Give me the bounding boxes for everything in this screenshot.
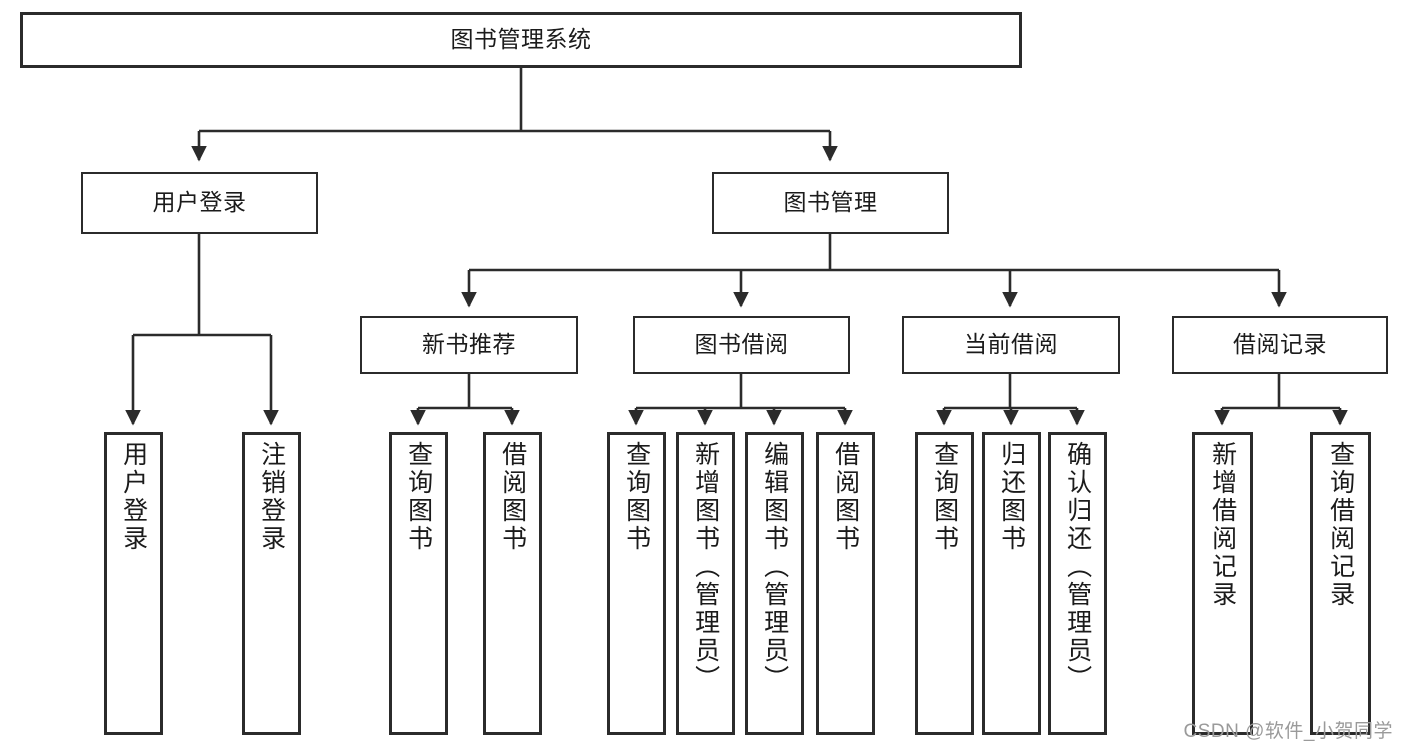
watermark-text: CSDN @软件_小贺同学 [1183, 721, 1393, 742]
node-book-borrow-label: 图书借阅 [694, 331, 789, 358]
leaf-query-book-current-label: 查询图书 [930, 441, 959, 553]
node-borrow-records-label: 借阅记录 [1233, 331, 1327, 358]
node-user-login-label: 用户登录 [152, 189, 247, 216]
leaf-query-borrow-record-label: 查询借阅记录 [1326, 441, 1355, 609]
node-book-management-label: 图书管理 [783, 189, 878, 216]
leaf-confirm-return-admin[interactable]: 确认归还（管理员） [1048, 432, 1107, 735]
node-new-book-recommend[interactable]: 新书推荐 [360, 316, 578, 374]
leaf-edit-book-admin[interactable]: 编辑图书（管理员） [745, 432, 804, 735]
leaf-borrow-book-label: 借阅图书 [831, 441, 860, 553]
node-new-book-recommend-label: 新书推荐 [422, 331, 516, 358]
leaf-logout-label: 注销登录 [257, 441, 286, 553]
node-current-borrow[interactable]: 当前借阅 [902, 316, 1120, 374]
leaf-logout[interactable]: 注销登录 [242, 432, 301, 735]
leaf-query-book-current[interactable]: 查询图书 [915, 432, 974, 735]
leaf-add-borrow-record[interactable]: 新增借阅记录 [1192, 432, 1253, 735]
leaf-query-book-borrow[interactable]: 查询图书 [607, 432, 666, 735]
leaf-query-borrow-record[interactable]: 查询借阅记录 [1310, 432, 1371, 735]
node-current-borrow-label: 当前借阅 [964, 331, 1058, 358]
leaf-user-login[interactable]: 用户登录 [104, 432, 163, 735]
leaf-confirm-return-admin-label: 确认归还（管理员） [1063, 441, 1092, 693]
leaf-borrow-book[interactable]: 借阅图书 [816, 432, 875, 735]
node-root[interactable]: 图书管理系统 [20, 12, 1022, 68]
leaf-query-book-borrow-label: 查询图书 [622, 441, 651, 553]
node-book-management[interactable]: 图书管理 [712, 172, 949, 234]
leaf-add-borrow-record-label: 新增借阅记录 [1208, 441, 1237, 609]
leaf-return-book-label: 归还图书 [997, 441, 1026, 553]
leaf-borrow-book-recommend[interactable]: 借阅图书 [483, 432, 542, 735]
node-book-borrow[interactable]: 图书借阅 [633, 316, 850, 374]
leaf-edit-book-admin-label: 编辑图书（管理员） [760, 441, 789, 693]
leaf-user-login-label: 用户登录 [119, 441, 148, 553]
leaf-borrow-book-recommend-label: 借阅图书 [498, 441, 527, 553]
leaf-return-book[interactable]: 归还图书 [982, 432, 1041, 735]
leaf-add-book-admin[interactable]: 新增图书（管理员） [676, 432, 735, 735]
leaf-query-book-recommend-label: 查询图书 [404, 441, 433, 553]
node-borrow-records[interactable]: 借阅记录 [1172, 316, 1388, 374]
leaf-add-book-admin-label: 新增图书（管理员） [691, 441, 720, 693]
node-root-label: 图书管理系统 [450, 26, 592, 53]
node-user-login[interactable]: 用户登录 [81, 172, 318, 234]
leaf-query-book-recommend[interactable]: 查询图书 [389, 432, 448, 735]
